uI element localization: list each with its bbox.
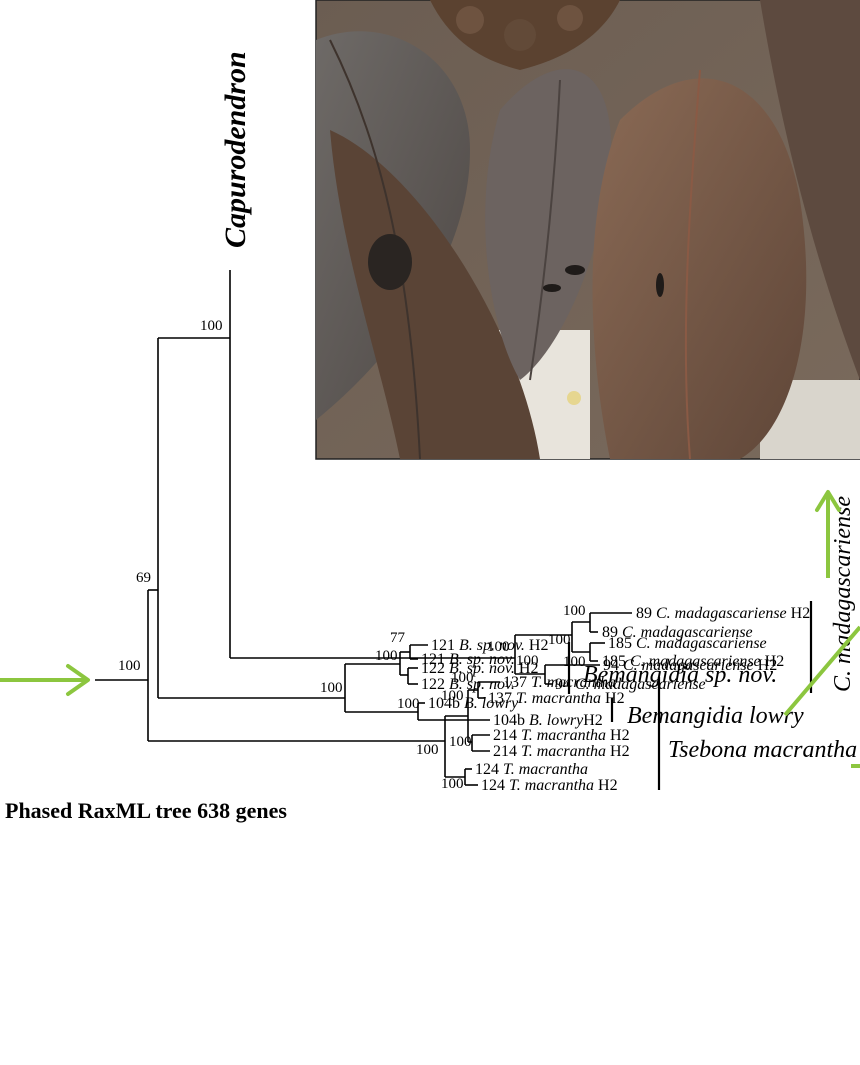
genus-label: Capurodendron	[219, 51, 252, 248]
support-value: 100	[416, 742, 439, 758]
figure-caption: Phased RaxML tree 638 genes	[5, 798, 287, 823]
tip-labels: 89 C. madagascariense H2 89 C. madagasca…	[421, 605, 810, 794]
support-value: 100	[397, 696, 420, 712]
tip-label: 185 C. madagascariense	[608, 635, 767, 652]
tip-label: 89 C. madagascariense H2	[636, 605, 810, 622]
support-value: 100	[548, 632, 571, 648]
support-value: 77	[390, 630, 406, 646]
support-value: 69	[136, 570, 151, 586]
tip-label: 214 T. macrantha H2	[493, 727, 630, 744]
tip-label: 124 T. macrantha H2	[481, 777, 618, 794]
clade-label-c-madagascariense: C. madagascariense	[830, 496, 856, 692]
clade-label-tsebona-macrantha: Tsebona macrantha	[668, 737, 857, 763]
support-value: 100	[320, 680, 343, 696]
support-value: 100	[118, 658, 141, 674]
leaf-photo	[316, 0, 860, 459]
tip-label: 214 T. macrantha H2	[493, 743, 630, 760]
support-value: 100	[563, 603, 586, 619]
support-value: 100	[375, 648, 398, 664]
tip-label: 137 T. macrantha H2	[488, 690, 625, 707]
support-value: 100	[487, 639, 510, 655]
support-value: 100	[449, 734, 472, 750]
tip-label: 124 T. macrantha	[475, 761, 588, 778]
clade-label-bemangidia-sp-nov: Bemangidia sp. nov.	[583, 662, 777, 688]
clade-label-bemangidia-lowry: Bemangidia lowry	[627, 703, 804, 729]
support-value: 100	[200, 318, 223, 334]
support-value: 100	[441, 776, 464, 792]
support-value: 100	[441, 688, 464, 704]
support-value: 100	[451, 670, 474, 686]
support-value: 100	[516, 653, 539, 669]
arrow-root-icon	[0, 666, 88, 694]
